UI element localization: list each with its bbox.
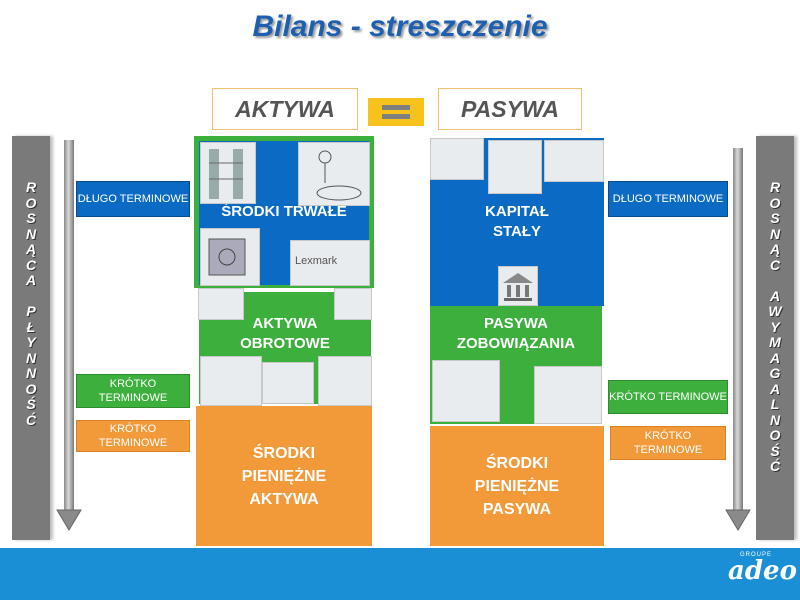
assets-header: AKTYWA — [212, 88, 358, 130]
lexmark-logo-text: Lexmark — [295, 255, 338, 267]
left-down-arrow-shaft — [64, 140, 74, 512]
left-liquidity-letter: Y — [26, 334, 36, 350]
brand-logo: adeo — [728, 556, 797, 586]
right-maturity-letter: N — [769, 411, 781, 428]
right-maturity-letter — [773, 273, 777, 289]
left-liquidity-letter: Ł — [26, 318, 36, 335]
left-liquidity-letter: P — [26, 303, 36, 319]
left-liquidity-letter: N — [25, 349, 37, 366]
footer-bar — [0, 548, 800, 600]
right-short-term-orange-tag: KRÓTKO TERMINOWE — [610, 426, 726, 460]
machine-image — [200, 228, 260, 286]
left-short-term-orange-tag: KRÓTKO TERMINOWE — [76, 420, 190, 452]
right-maturity-letter: N — [769, 225, 781, 242]
right-short-term-green-tag: KRÓTKO TERMINOWE — [608, 380, 728, 414]
conveyor-image — [432, 360, 500, 422]
rack-image — [318, 356, 372, 406]
right-maturity-letter: A — [769, 380, 781, 397]
left-liquidity-letter: N — [25, 365, 37, 381]
brand-group-label: GROUPE — [740, 552, 773, 558]
cash-liabilities-label: ŚRODKI PIENIĘŻNE PASYWA — [474, 454, 560, 518]
left-liquidity-letter: Ć — [25, 411, 37, 428]
plan-drawing-image — [430, 138, 484, 180]
loading-dock-image — [534, 366, 602, 424]
right-maturity-letter: C — [769, 256, 781, 273]
right-maturity-letter: G — [769, 365, 781, 381]
bank-icon — [498, 266, 538, 306]
left-liquidity-letter: O — [25, 194, 37, 211]
pallet-image — [198, 288, 244, 320]
right-maturity-letter: M — [769, 334, 781, 350]
right-maturity-letter: O — [769, 427, 781, 443]
obligations-label: PASYWA ZOBOWIĄZANIA — [456, 315, 576, 352]
right-maturity-letter: Ś — [770, 442, 780, 459]
left-liquidity-letter — [29, 289, 33, 305]
left-liquidity-letter: N — [25, 225, 37, 242]
forklift-image — [334, 288, 372, 320]
coins-drawing-image — [544, 140, 604, 182]
left-liquidity-letter: O — [25, 380, 37, 397]
equals-icon — [368, 98, 424, 126]
right-down-arrow-shaft — [733, 148, 743, 512]
right-maturity-letter: R — [769, 179, 781, 195]
tools-image — [262, 362, 314, 404]
right-maturity-letter: W — [768, 303, 782, 319]
fixed-assets-label: ŚRODKI TRWAŁE — [221, 203, 347, 220]
right-maturity-letter: A — [769, 287, 781, 304]
shelving-image — [200, 142, 256, 204]
left-liquidity-letter: S — [26, 210, 36, 226]
left-liquidity-letter: R — [25, 179, 37, 195]
left-short-term-green-tag: KRÓTKO TERMINOWE — [76, 374, 190, 408]
right-maturity-letter: A — [769, 349, 781, 366]
warehouse-worker-image — [200, 356, 262, 406]
left-down-arrow-icon — [56, 509, 82, 531]
right-maturity-letter: S — [770, 210, 780, 226]
left-liquidity-letter: Ś — [26, 396, 36, 412]
right-long-term-tag: DŁUGO TERMINOWE — [608, 181, 728, 217]
page-title: Bilans - streszczenie — [252, 10, 548, 43]
right-maturity-letter: Ą — [769, 241, 781, 257]
right-maturity-letter: O — [769, 194, 781, 211]
current-assets-label: AKTYWA OBROTOWE — [240, 315, 330, 352]
liabilities-header: PASYWA — [438, 88, 582, 130]
right-maturity-letter: L — [770, 396, 780, 412]
worker-drawing-image — [298, 142, 370, 206]
left-liquidity-letter: Ą — [25, 241, 37, 257]
right-maturity-letter: Ć — [769, 458, 781, 474]
cash-assets-label: ŚRODKI PIENIĘŻNE AKTYWA — [241, 444, 327, 508]
cash-liabilities-block: ŚRODKI PIENIĘŻNE PASYWA — [430, 426, 604, 546]
left-long-term-tag: DŁUGO TERMINOWE — [76, 181, 190, 217]
left-liquidity-letter: C — [25, 256, 37, 273]
lexmark-logo-image: Lexmark — [290, 240, 370, 286]
capital-label: KAPITAŁ STAŁY — [485, 203, 549, 240]
left-liquidity-letter: A — [25, 272, 37, 288]
right-down-arrow-icon — [725, 509, 751, 531]
cash-assets-block: ŚRODKI PIENIĘŻNE AKTYWA — [196, 406, 372, 546]
right-maturity-letter: Y — [770, 318, 780, 335]
hand-drawing-image — [488, 140, 542, 194]
